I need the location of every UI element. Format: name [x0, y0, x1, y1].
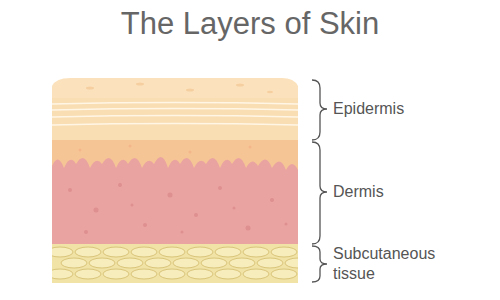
subcutaneous-layer: [52, 240, 298, 283]
dermis-layer: [52, 138, 298, 244]
fat-cells: [52, 247, 298, 279]
skin-block: [52, 78, 298, 283]
papillary-dots: [79, 145, 252, 154]
epidermis-strata: [52, 103, 298, 126]
epidermis-layer: [52, 98, 298, 140]
diagram-title: The Layers of Skin: [10, 6, 490, 42]
surface-pores: [86, 83, 273, 94]
dermis-dots: [68, 183, 288, 234]
epidermis-bracket: [312, 80, 327, 140]
skin-surface: [52, 78, 298, 98]
subcutaneous-bracket: [312, 246, 327, 282]
layer-brackets: [312, 80, 327, 282]
layer-label: Dermis: [333, 182, 473, 202]
dermis-bracket: [312, 142, 327, 244]
layer-label: Epidermis: [333, 99, 473, 119]
layer-label: Subcutaneous tissue: [333, 244, 453, 284]
papillary-band: [52, 138, 298, 170]
